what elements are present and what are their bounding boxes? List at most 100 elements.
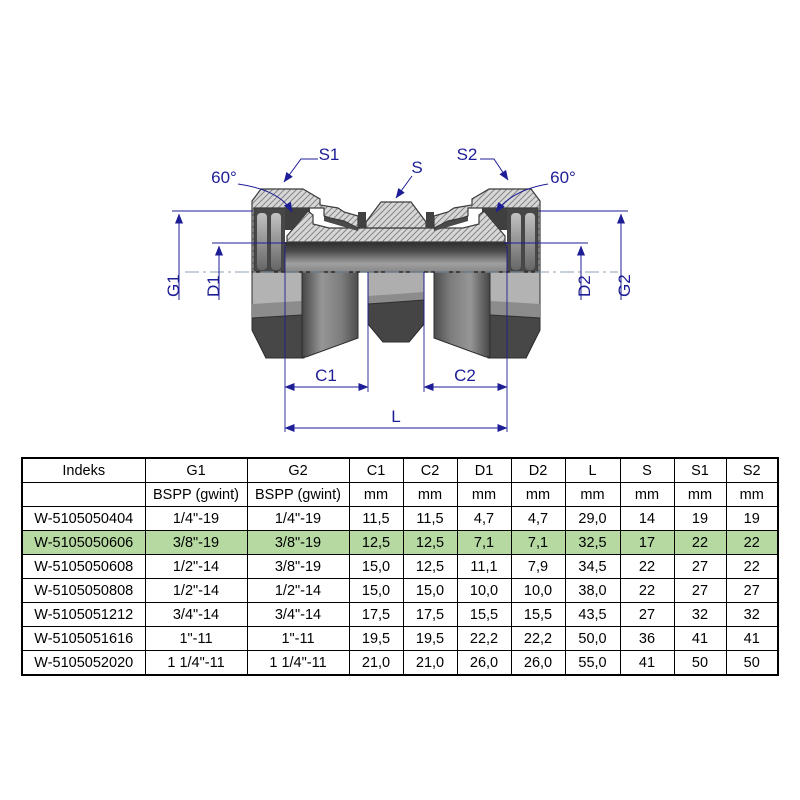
table-cell: 3/4"-14 [144,602,248,627]
table-row-highlighted: W-5105050606 3/8"-19 3/8"-19 12,5 12,5 7… [21,530,779,555]
table-cell: 17 [619,530,675,555]
column-header-indeks: Indeks [21,457,146,483]
table-cell: 14 [619,506,675,531]
angle-right-leader [495,183,549,213]
dim-label-c1: C1 [315,366,337,385]
table-cell: 38,0 [564,578,621,603]
table-cell: 50,0 [564,626,621,651]
column-header-c2: C2 [402,457,458,483]
table-cell: 1/4"-19 [246,506,350,531]
s-leader [395,175,413,199]
table-cell: 19,5 [348,626,404,651]
unit-cell: mm [673,482,727,507]
dim-label-l: L [391,407,400,426]
table-cell: 15,0 [348,554,404,579]
table-row: W-5105050404 1/4"-19 1/4"-19 11,5 11,5 4… [21,506,779,531]
unit-cell: mm [725,482,779,507]
table-cell: 22 [673,530,727,555]
left-cone-3d [301,271,359,358]
table-cell: 15,5 [510,602,566,627]
unit-cell: BSPP (gwint) [246,482,350,507]
table-cell: 1"-11 [246,626,350,651]
table-cell: 50 [725,650,779,676]
table-cell: 4,7 [456,506,512,531]
dimensions [172,158,628,432]
table-cell: 10,0 [456,578,512,603]
table-cell: 11,5 [402,506,458,531]
table-cell: 1 1/4"-11 [144,650,248,676]
table-cell: 32,5 [564,530,621,555]
table-cell: 32 [725,602,779,627]
table-cell: 34,5 [564,554,621,579]
table-cell: 12,5 [402,554,458,579]
table-cell: 26,0 [510,650,566,676]
table-cell: 1/4"-19 [144,506,248,531]
angle-left-leader [237,183,293,213]
table-row: W-5105050608 1/2"-14 3/8"-19 15,0 12,5 1… [21,554,779,579]
table-cell: 11,5 [348,506,404,531]
table-cell: 1/2"-14 [144,554,248,579]
column-header-c1: C1 [348,457,404,483]
dim-label-d2: D2 [575,275,594,297]
table-cell: 22 [619,554,675,579]
table-cell: 41 [619,650,675,676]
table-cell: 11,1 [456,554,512,579]
table-cell: 22,2 [510,626,566,651]
table-cell: 19 [725,506,779,531]
unit-cell: mm [456,482,512,507]
table-cell: 21,0 [402,650,458,676]
body-section [286,210,506,243]
column-header-s1: S1 [673,457,727,483]
table-cell: 17,5 [402,602,458,627]
table-cell: 27 [725,578,779,603]
table-cell: 27 [673,554,727,579]
table-cell: W-5105050404 [21,506,146,531]
table-cell: 27 [673,578,727,603]
table-cell: 27 [619,602,675,627]
render-bottom [251,271,541,359]
s1-leader [283,158,318,183]
dim-label-s: S [411,158,422,177]
table-cell: 41 [725,626,779,651]
column-header-l: L [564,457,621,483]
table-row: W-5105050808 1/2"-14 1/2"-14 15,0 15,0 1… [21,578,779,603]
dim-label-angle-right: 60° [550,168,576,187]
column-header-d2: D2 [510,457,566,483]
table-cell: 17,5 [348,602,404,627]
table-cell: 32 [673,602,727,627]
table-cell: 1 1/4"-11 [246,650,350,676]
dim-label-g2: G2 [615,274,634,297]
table-cell: W-5105051212 [21,602,146,627]
unit-cell: mm [564,482,621,507]
dimension-labels: S1 S S2 60° 60° G1 D1 D2 G2 C1 C2 L [164,145,634,426]
table-cell: 29,0 [564,506,621,531]
table-cell: 10,0 [510,578,566,603]
table-cell: 22,2 [456,626,512,651]
technical-drawing: S1 S S2 60° 60° G1 D1 D2 G2 C1 C2 L [164,145,634,432]
table-cell: 21,0 [348,650,404,676]
table-cell: W-5105052020 [21,650,146,676]
table-cell: 22 [725,554,779,579]
table-cell: 43,5 [564,602,621,627]
column-header-d1: D1 [456,457,512,483]
table-row: W-5105052020 1 1/4"-11 1 1/4"-11 21,0 21… [21,650,779,676]
unit-cell: mm [619,482,675,507]
bore-section [285,242,507,272]
unit-cell: BSPP (gwint) [144,482,248,507]
table-cell: W-5105051616 [21,626,146,651]
table-cell: 3/8"-19 [246,554,350,579]
table-cell: 19 [673,506,727,531]
column-header-g2: G2 [246,457,350,483]
table-cell: 15,0 [402,578,458,603]
cross-section-top [251,188,541,273]
table-cell: 15,0 [348,578,404,603]
table-cell: 36 [619,626,675,651]
table-cell: 55,0 [564,650,621,676]
table-cell: 1"-11 [144,626,248,651]
unit-cell [21,482,146,507]
dim-label-g1: G1 [164,274,183,297]
table-cell: 3/8"-19 [144,530,248,555]
table-cell: 19,5 [402,626,458,651]
dim-label-c2: C2 [454,366,476,385]
